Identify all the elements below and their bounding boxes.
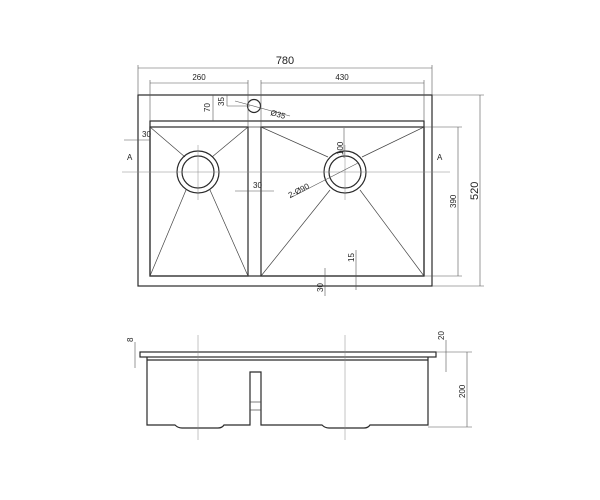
bowl-profile <box>146 357 429 429</box>
dim-drain: 2-Ø90 <box>287 181 311 199</box>
dim-bottom-gap: 15 <box>347 253 356 262</box>
dim-faucet-35: 35 <box>217 97 226 106</box>
dim-overall-width: 780 <box>276 55 294 67</box>
dim-overall-depth: 520 <box>469 182 481 200</box>
top-view <box>122 94 450 287</box>
dim-drain-offset: 100 <box>336 141 345 155</box>
dim-rim-side: 30 <box>142 130 151 139</box>
dim-side-depth: 200 <box>458 384 467 398</box>
dim-bowl-depth: 390 <box>449 194 458 208</box>
dim-divider: 30 <box>253 181 262 190</box>
dim-right-bowl: 430 <box>335 73 349 82</box>
flange <box>139 351 437 358</box>
dim-bottom-rim: 30 <box>316 283 325 292</box>
dim-faucet-hole: Ø35 <box>269 108 286 121</box>
section-label-left: A <box>127 153 133 162</box>
dimensions-top: 780 260 430 70 35 Ø35 30 A A 30 2-Ø90 10… <box>124 55 484 296</box>
side-view: 8 20 200 <box>126 331 472 440</box>
section-label-right: A <box>437 153 443 162</box>
dim-rim: 20 <box>437 331 446 340</box>
dim-flange: 8 <box>126 337 135 342</box>
left-bowl <box>149 126 249 277</box>
countertop-outline <box>137 94 433 287</box>
dim-left-bowl: 260 <box>192 73 206 82</box>
right-bowl <box>260 126 425 277</box>
bowl-rim <box>149 120 425 277</box>
dim-faucet-70: 70 <box>203 103 212 112</box>
